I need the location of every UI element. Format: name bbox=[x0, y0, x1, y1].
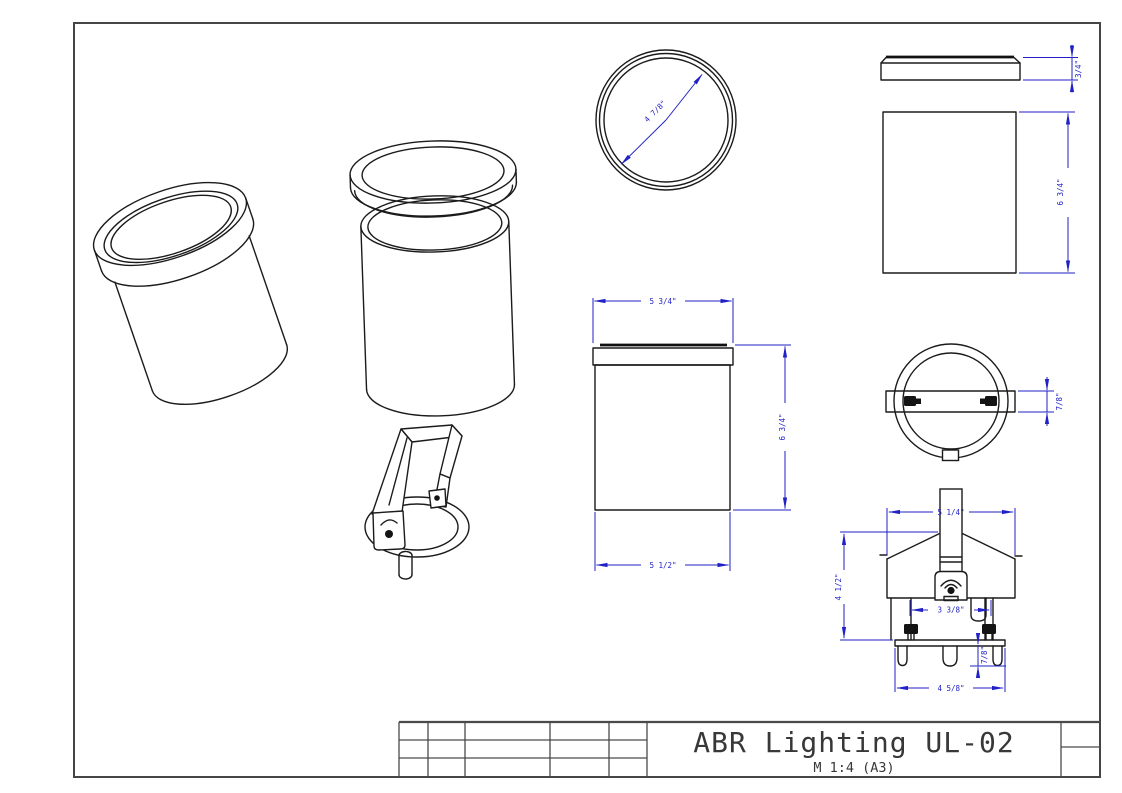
dim-housing-height: 6 3/4" bbox=[1019, 111, 1075, 274]
dim-tab-length: 7/8" bbox=[970, 633, 1006, 678]
dim-label-front-height: 6 3/4" bbox=[778, 413, 787, 440]
drawing-title: ABR Lighting UL-02 bbox=[693, 726, 1014, 759]
dim-trim-thickness: 3/4" bbox=[1023, 45, 1083, 93]
front-body bbox=[594, 364, 731, 511]
screw-icon bbox=[385, 530, 393, 538]
prong bbox=[897, 645, 908, 667]
dim-front-top-width: 5 3/4" bbox=[592, 297, 734, 343]
drawing-scale: M 1:4 (A3) bbox=[813, 760, 894, 776]
round-tab bbox=[970, 597, 987, 622]
screw-icon bbox=[947, 586, 955, 595]
view-ring-top: 7/8" bbox=[885, 343, 1064, 462]
dim-bracket-height: 4 1/2" bbox=[834, 531, 938, 641]
screw-icon bbox=[434, 495, 440, 501]
prong bbox=[992, 645, 1003, 667]
dim-label-bracket-bottom-width: 4 5/8" bbox=[937, 684, 964, 693]
bolt-icon bbox=[904, 624, 918, 634]
ring-band-side bbox=[894, 639, 1006, 647]
sheet-border bbox=[73, 22, 1101, 778]
title-block: ABR Lighting UL-02 M 1:4 (A3) bbox=[398, 720, 1100, 777]
hanger-strips bbox=[890, 597, 994, 641]
dim-label-housing-height: 6 3/4" bbox=[1056, 178, 1065, 205]
dim-label-front-top-width: 5 3/4" bbox=[649, 297, 676, 306]
bolt-icon bbox=[985, 396, 997, 406]
dim-label-bracket-top-width: 5 1/4" bbox=[937, 508, 964, 517]
view-iso-bracket bbox=[364, 424, 470, 580]
view-top-trim-ring: 4 7/8" bbox=[595, 49, 737, 191]
dim-label-bracket-height: 4 1/2" bbox=[834, 573, 843, 600]
dim-label-tab-length: 7/8" bbox=[980, 646, 989, 664]
dim-label-ring-bar: 7/8" bbox=[1055, 392, 1064, 410]
ring-notch-tab bbox=[941, 449, 960, 462]
view-iso-exploded-housing bbox=[349, 140, 518, 417]
ring-cross-bar bbox=[885, 390, 1016, 413]
dim-bolt-spacing: 3 3/8" bbox=[909, 600, 992, 616]
dim-diameter: 4 7/8" bbox=[620, 73, 703, 165]
view-trim-ring-side: 3/4" bbox=[880, 45, 1083, 93]
bolt-icon bbox=[904, 396, 916, 406]
bracket-strap bbox=[939, 488, 963, 574]
dim-front-body-width: 5 1/2" bbox=[594, 512, 731, 571]
dim-label-bolt-spacing: 3 3/8" bbox=[937, 606, 964, 615]
bracket-peg bbox=[398, 554, 413, 576]
dim-label-front-body-width: 5 1/2" bbox=[649, 561, 676, 570]
view-housing-side: 6 3/4" bbox=[882, 111, 1075, 274]
dim-label-diameter: 4 7/8" bbox=[642, 98, 668, 124]
dim-ring-bar: 7/8" bbox=[1018, 377, 1064, 426]
bolt-icon bbox=[980, 398, 985, 404]
front-collar bbox=[592, 347, 734, 366]
view-front: 5 3/4" 6 3/4" 5 1/2" bbox=[592, 297, 791, 571]
dim-label-trim-thickness: 3/4" bbox=[1074, 60, 1083, 78]
view-iso-assembled-housing bbox=[92, 181, 288, 406]
socket-box bbox=[934, 570, 968, 601]
view-bracket-front: 5 1/4" 4 1/2" 3 3/8" 7/8" 4 5/8" bbox=[834, 488, 1023, 693]
bolt-icon bbox=[982, 624, 996, 634]
bolt-icon bbox=[916, 398, 921, 404]
prong bbox=[942, 645, 958, 667]
dim-bracket-bottom-width: 4 5/8" bbox=[894, 648, 1006, 693]
dim-front-height: 6 3/4" bbox=[733, 344, 791, 511]
